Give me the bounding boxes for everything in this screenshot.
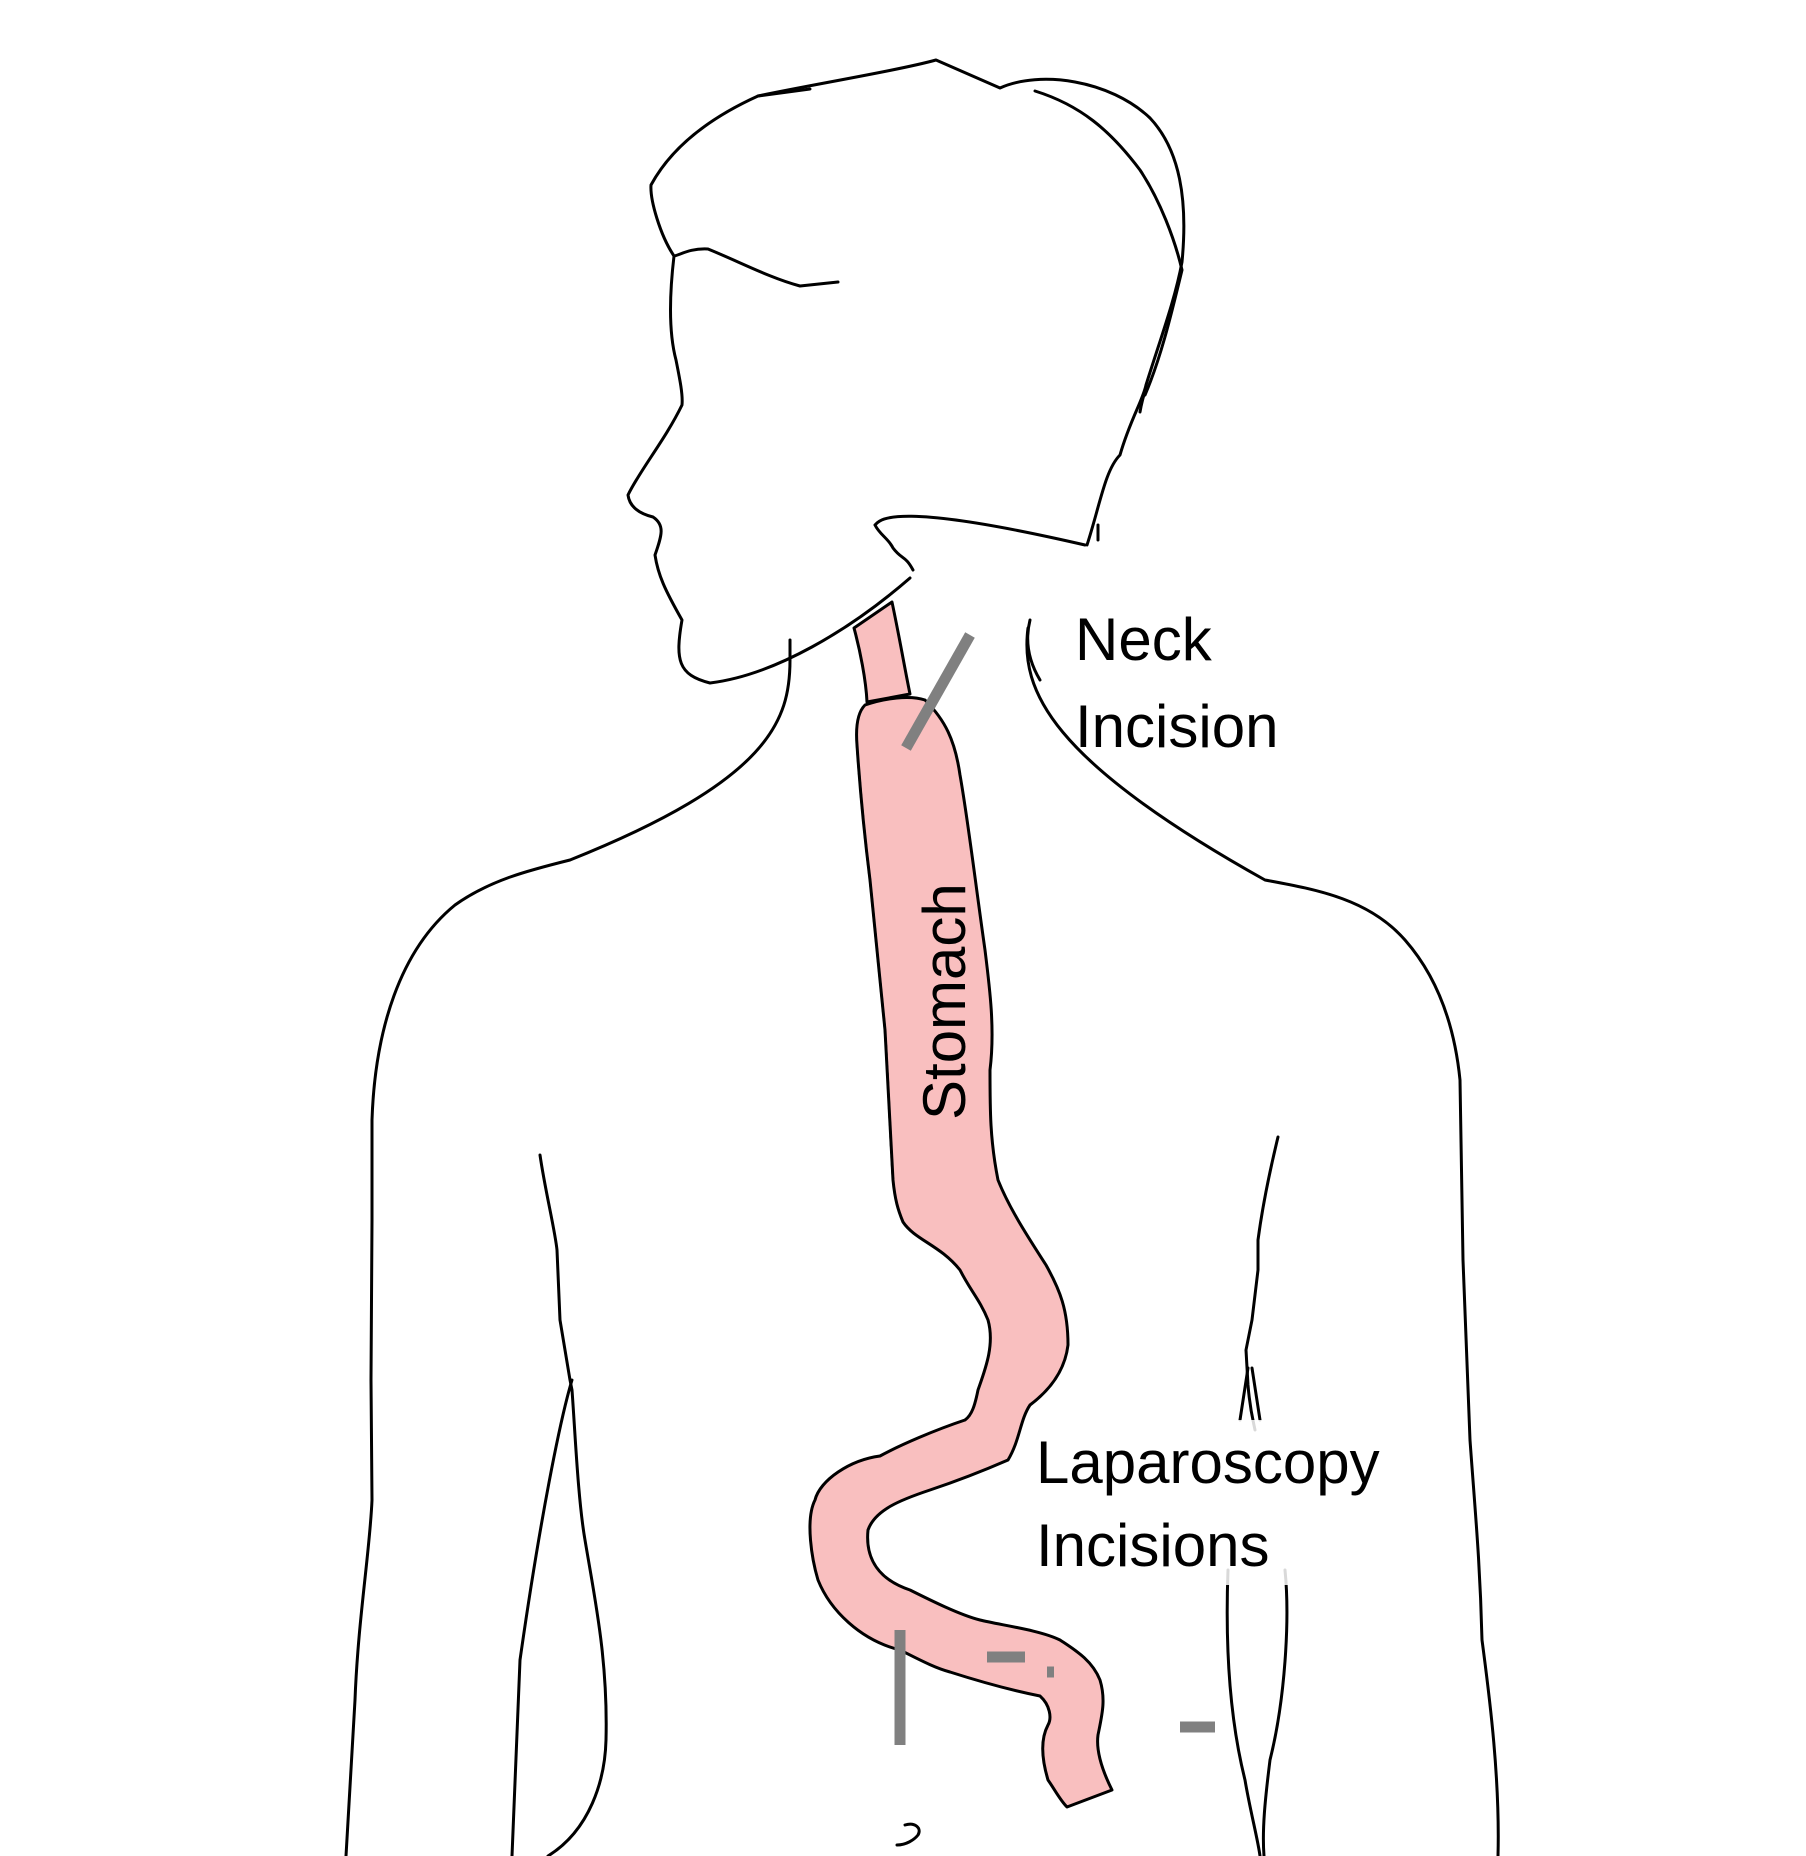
arm-line-left bbox=[538, 1153, 608, 1856]
arm-line-right-3 bbox=[1225, 1568, 1262, 1856]
neck-right bbox=[1026, 618, 1042, 682]
stomach-conduit bbox=[808, 600, 1114, 1809]
stomach-shape bbox=[808, 696, 1114, 1809]
torso-left bbox=[344, 658, 792, 1856]
head-outline bbox=[626, 58, 1186, 685]
head-top bbox=[756, 87, 1184, 397]
stomach-staple-line bbox=[855, 744, 895, 1181]
laparoscopy-label-line2: Incisions bbox=[1036, 1512, 1269, 1579]
incision-marks bbox=[894, 632, 1215, 1745]
navel-mark bbox=[895, 1822, 921, 1847]
arm-line-right-4 bbox=[1261, 1568, 1289, 1856]
arm-line-right bbox=[1244, 1135, 1280, 1432]
laparoscopy-label-line1: Laparoscopy bbox=[1036, 1429, 1380, 1496]
neck-incision-label-line2: Incision bbox=[1075, 693, 1278, 760]
laparoscopy-label-bg bbox=[1032, 1420, 1432, 1585]
stomach-label: Stomach bbox=[911, 883, 978, 1120]
ear-mark bbox=[1096, 386, 1148, 542]
arm-line-left-2 bbox=[510, 1378, 574, 1856]
human-figure-outline bbox=[344, 58, 1500, 1856]
neck-incision-label-line1: Neck bbox=[1075, 606, 1213, 673]
neck-incision-mark bbox=[901, 632, 975, 751]
torso-right bbox=[1025, 626, 1500, 1856]
arm-line-right-2 bbox=[1238, 1366, 1262, 1422]
esophagus-segment bbox=[852, 600, 912, 704]
labels: Neck Incision Stomach Laparoscopy Incisi… bbox=[911, 606, 1432, 1585]
